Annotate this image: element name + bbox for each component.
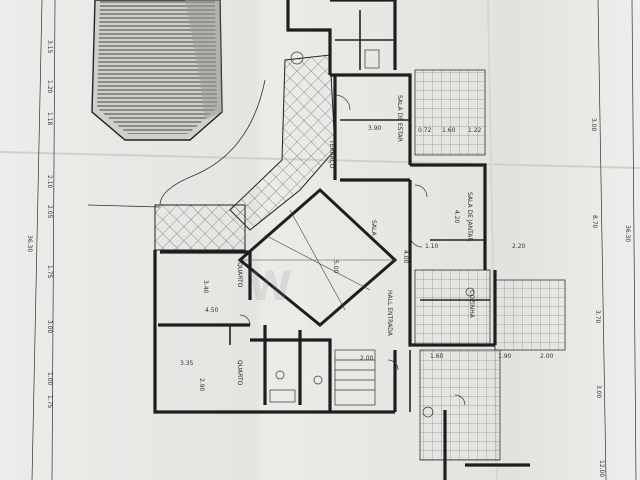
sanitary-fixtures — [269, 49, 475, 418]
dim-left-3: 1.18 — [46, 112, 53, 126]
dim-mid-3: 1.60 — [442, 127, 456, 134]
dim-left-2: 1.20 — [46, 80, 53, 94]
dimension-chain-left: 3.15 1.20 1.18 2.10 2.05 1.75 3.00 1.00 … — [26, 0, 56, 480]
dim-mid-12: 2.00 — [540, 353, 554, 360]
dim-mid-16: 3.40 — [202, 280, 209, 294]
room-label-sala-estar: SALA DE ESTAR — [396, 95, 403, 142]
dim-right-2: 8.70 — [591, 215, 598, 229]
dimension-annotations-middle: 3.90 0.72 1.60 1.22 1.10 2.20 4.50 3.35 … — [180, 125, 554, 392]
dim-mid-14: 4.00 — [402, 250, 409, 264]
terrace-grid-bottom — [419, 349, 501, 461]
room-label-kitchen: COZINHA — [468, 290, 475, 319]
dim-right-3: 3.70 — [594, 310, 601, 324]
interior-walls — [229, 10, 490, 412]
exterior-walls — [153, 0, 530, 480]
dim-right-total: 36.30 — [624, 225, 631, 242]
garden-edge — [159, 79, 266, 206]
room-label-sala-central: SALA — [370, 220, 377, 237]
dim-mid-6: 2.20 — [512, 243, 526, 250]
door-swings — [239, 94, 466, 406]
dim-mid-8: 3.35 — [180, 360, 194, 367]
room-label-quarto-2: QUARTO — [236, 360, 243, 386]
dim-mid-5: 1.10 — [425, 243, 439, 250]
dim-left-5: 2.05 — [46, 205, 53, 219]
dim-mid-17: 2.90 — [198, 378, 205, 392]
room-label-hall: HALL ENTRADA — [386, 290, 393, 337]
dim-right-5: 12.00 — [598, 460, 605, 477]
dim-mid-15: 4.20 — [453, 210, 460, 224]
terrace-hatched-left — [154, 204, 246, 251]
room-label-sala-jantar: SALA DE JANTAR — [466, 192, 473, 242]
dim-left-1: 3.15 — [46, 40, 53, 54]
dim-left-total: 36.30 — [26, 235, 33, 252]
watermark: W — [248, 264, 292, 310]
dim-mid-2: 0.72 — [418, 127, 432, 134]
dim-mid-10: 1.60 — [430, 353, 444, 360]
dim-mid-13: 5.00 — [332, 260, 339, 274]
terrace-hatched-diagonal — [229, 54, 336, 231]
dim-left-6: 1.75 — [46, 265, 53, 279]
central-hall — [237, 187, 398, 327]
room-label-quarto-1: QUARTO — [236, 262, 243, 288]
dimension-chain-right: 3.00 8.70 36.30 3.70 3.00 12.00 — [590, 0, 637, 480]
dim-right-1: 3.00 — [590, 118, 597, 132]
dim-mid-7: 4.50 — [205, 307, 219, 314]
dim-left-4: 2.10 — [46, 175, 53, 189]
dim-left-7: 3.00 — [46, 320, 53, 334]
terrace-grid-right — [494, 279, 566, 351]
stairs — [334, 349, 376, 406]
dim-left-8: 1.00 — [46, 372, 53, 386]
garden-edge-line — [87, 204, 161, 208]
dim-right-4: 3.00 — [595, 385, 602, 399]
dim-mid-11: 1.90 — [498, 353, 512, 360]
dim-mid-9: 2.00 — [360, 355, 374, 362]
dim-mid-4: 1.22 — [468, 127, 482, 134]
dim-mid-1: 3.90 — [368, 125, 382, 132]
dim-left-9: 1.75 — [46, 395, 53, 409]
terrace-grid-top — [414, 69, 486, 156]
terrace-grid-middle — [414, 269, 491, 346]
pool — [91, 0, 223, 141]
room-label-terraco: TERRAÇO — [328, 139, 335, 169]
